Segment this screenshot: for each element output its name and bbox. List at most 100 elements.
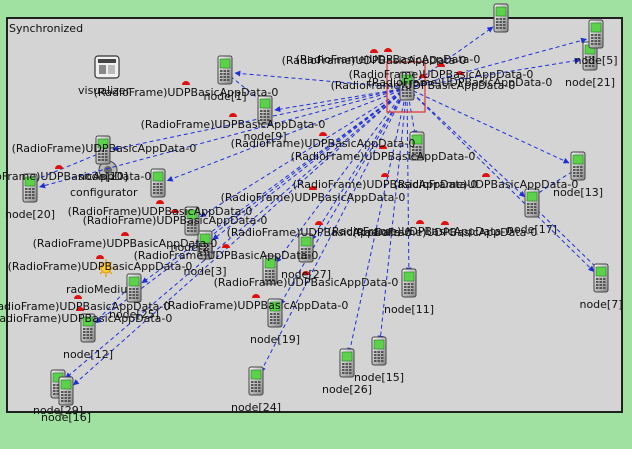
packet-dot	[229, 113, 237, 117]
selection-box	[386, 61, 426, 113]
link-arrow-n7	[406, 87, 595, 272]
network-node-n9[interactable]	[257, 95, 273, 125]
network-node-ntop[interactable]	[493, 3, 509, 33]
message-label: (RadioFrame)UDPBasicAppData-0	[8, 260, 193, 273]
message-label: (RadioFrame)UDPBasicAppData-0	[94, 86, 279, 99]
packet-dot	[416, 220, 424, 224]
configurator-module[interactable]	[98, 160, 118, 180]
node-label-n15: node[15]	[354, 371, 404, 384]
peer-link-n10-n20	[29, 151, 104, 183]
message-label: (RadioFrame)UDPBasicAppData-0	[353, 226, 538, 239]
network-node-nmid3[interactable]	[262, 255, 278, 285]
network-node-n10[interactable]	[95, 135, 111, 165]
link-arrow-n21	[406, 57, 581, 89]
radio-medium-module[interactable]	[97, 259, 115, 277]
packet-dot	[156, 200, 164, 204]
message-label: (RadioFrame)UDPBasicAppData-0	[282, 54, 467, 67]
packet-dot	[315, 221, 323, 225]
link-arrow-n25	[141, 87, 408, 284]
packet-dot	[482, 173, 490, 177]
network-node-n20[interactable]	[22, 173, 38, 203]
node-label-n12: node[12]	[63, 348, 113, 361]
network-node-n26[interactable]	[339, 348, 355, 378]
packet-dot	[319, 132, 327, 136]
network-node-n5[interactable]	[588, 19, 604, 49]
link-arrow-n1	[234, 70, 408, 89]
link-arrow-n3	[212, 87, 408, 240]
network-node-n12[interactable]	[80, 313, 96, 343]
link-arrow-n17	[406, 87, 526, 198]
packet-dot	[74, 295, 82, 299]
network-node-n24[interactable]	[248, 366, 264, 396]
packet-dot	[456, 71, 464, 75]
network-node-n17[interactable]	[524, 188, 540, 218]
message-label: (RadioFrame)UDPBasicAppData-0	[12, 142, 197, 155]
network-node-n15[interactable]	[371, 336, 387, 366]
node-label-n10: node[10]	[78, 170, 128, 183]
network-node-n19[interactable]	[267, 298, 283, 328]
packet-dot	[222, 244, 230, 248]
packet-dot	[437, 63, 445, 67]
link-arrow-n29	[65, 87, 408, 379]
node-label-n21: node[21]	[565, 76, 615, 89]
message-label: (RadioFrame)UDPBasicAppData-0	[68, 205, 253, 218]
node-layer[interactable]: node[1]node[9]node[10]node[20]node[13]no…	[5, 3, 623, 424]
canvas-title: Synchronized	[9, 22, 84, 35]
packet-dot	[379, 145, 387, 149]
link-arrow-n24	[260, 87, 408, 373]
node-label-n2: node[2]	[170, 241, 213, 254]
message-label: (RadioFrame)UDPBasicAppData-0	[134, 249, 319, 262]
link-arrow-n27	[310, 87, 408, 241]
link-arrow-nmid2	[166, 87, 408, 182]
network-node-nmid2[interactable]	[150, 168, 166, 198]
message-label: (RadioFrame)UDPBasicAppData-0	[328, 225, 513, 238]
node-label-n16: node[16]	[41, 411, 91, 424]
configurator-label: configurator	[70, 186, 138, 199]
network-node-n13[interactable]	[570, 151, 586, 181]
network-node-n2[interactable]	[184, 206, 200, 236]
packet-dot	[370, 49, 378, 53]
sun-icon	[100, 262, 112, 274]
message-label: (RadioFrame)UDPBasicAppData-0	[394, 178, 579, 191]
network-node-n16[interactable]	[58, 376, 74, 406]
message-label: (RadioFrame)UDPBasicAppData-0	[296, 53, 481, 66]
network-node-n11[interactable]	[401, 268, 417, 298]
network-node-host[interactable]	[386, 61, 426, 113]
visualizer-module[interactable]	[94, 55, 120, 79]
packet-dot	[441, 221, 449, 225]
message-label: (RadioFrame)UDPBasicAppData-0	[291, 150, 476, 163]
link-arrow-nmid3	[275, 87, 408, 263]
network-node-n7[interactable]	[593, 263, 609, 293]
packet-dot	[309, 186, 317, 190]
network-node-n1[interactable]	[217, 55, 233, 85]
simulation-canvas[interactable]	[6, 17, 623, 413]
node-label-n17: node[17]	[507, 223, 557, 236]
message-label: (RadioFrame)UDPBasicAppData-0	[331, 79, 516, 92]
message-label: (RadioFrame)UDPBasicAppData-0	[164, 299, 349, 312]
node-label-n19: node[19]	[250, 333, 300, 346]
packet-dot	[384, 48, 392, 52]
link-arrow-n12	[95, 87, 408, 324]
message-label: (RadioFrame)UDPBasicAppData-0	[0, 312, 172, 325]
packet-dot	[171, 209, 179, 213]
packet-dot	[96, 255, 104, 259]
node-label-n27: node[27]	[281, 268, 331, 281]
packet-dot	[76, 307, 84, 311]
link-arrow-n26	[347, 87, 408, 354]
packet-dot	[252, 294, 260, 298]
network-node-n25[interactable]	[126, 273, 142, 303]
network-node-nmid1[interactable]	[409, 131, 425, 161]
message-label: (RadioFrame)UDPBasicAppData-0	[227, 226, 412, 239]
node-label-n11: node[11]	[384, 303, 434, 316]
packet-dot	[55, 165, 63, 169]
radio-medium-label: radioMedium	[66, 283, 138, 296]
message-label-layer: (RadioFrame)UDPBasicAppData-0(RadioFrame…	[0, 53, 578, 325]
node-label-n29: node[29]	[33, 404, 83, 417]
link-arrow-n15	[377, 87, 408, 342]
message-label: (RadioFrame)UDPBasicAppData-0	[33, 237, 218, 250]
node-label-n5: node[5]	[574, 54, 617, 67]
network-node-n27[interactable]	[298, 233, 314, 263]
packet-dot	[302, 271, 310, 275]
network-node-n3[interactable]	[197, 230, 213, 260]
